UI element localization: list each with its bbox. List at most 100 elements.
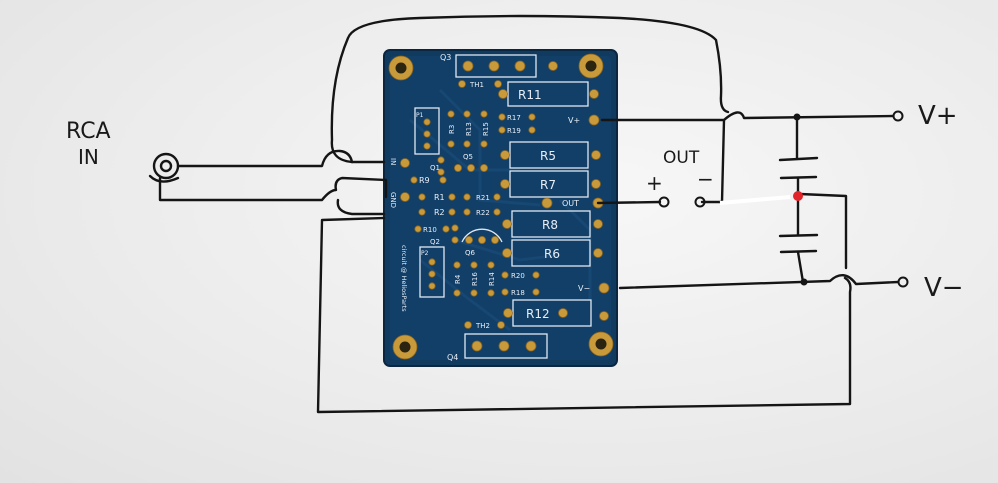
r6-label: R6 [544, 247, 560, 261]
q6-label: Q6 [465, 249, 476, 257]
out-plus-terminal-icon [658, 196, 670, 208]
r17-footprint: R17 [498, 113, 536, 122]
q5-footprint: Q5 [453, 153, 488, 172]
out-plus-wire [596, 200, 662, 205]
vplus-terminal-icon [892, 110, 904, 122]
pcb-credit-text: circuit @ HeliosParts [400, 245, 408, 312]
r7-label: R7 [540, 178, 556, 192]
th1-label: TH1 [469, 81, 484, 89]
pcb-out-terminal: OUT [541, 197, 604, 209]
cap-bottom-plate-1 [778, 233, 819, 238]
q4-footprint: Q4 [447, 333, 548, 362]
rca-ground-wire [158, 176, 388, 202]
q3-footprint: Q3 [440, 53, 558, 78]
r3-footprint: R3 [447, 110, 456, 148]
p2-label: P2 [421, 250, 429, 257]
r18-label: R18 [511, 289, 525, 297]
r2-label: R2 [434, 208, 445, 217]
rca-signal-wire [176, 149, 386, 168]
vplus-rail-wire [600, 111, 895, 122]
pcb-vminus-label: V− [578, 284, 590, 293]
r16-label: R16 [471, 272, 479, 286]
pcb-in-label: IN [389, 158, 397, 165]
r11-label: R11 [518, 88, 542, 102]
r20-label: R20 [511, 272, 525, 280]
q2-footprint: Q2 [430, 224, 459, 246]
r3-label: R3 [448, 125, 456, 134]
th1-footprint: TH1 [458, 80, 502, 89]
r21-footprint: R21 [463, 193, 501, 202]
mounting-hole-top-left [388, 55, 414, 81]
vminus-terminal-pad: V− [578, 282, 610, 294]
mounting-hole-bottom-right [588, 331, 614, 357]
p2-footprint: P2 [419, 246, 445, 298]
vminus-terminal-icon [897, 276, 909, 288]
r9-label: R9 [419, 176, 430, 185]
r8-footprint: R8 [502, 210, 603, 238]
rca-label: RCA [66, 119, 111, 144]
r5-footprint: R5 [500, 141, 601, 169]
q4-label: Q4 [447, 353, 458, 362]
vplus-label: V+ [918, 101, 958, 131]
r10-label: R10 [423, 226, 437, 234]
vminus-rail-wire [618, 274, 900, 290]
r12-label: R12 [526, 307, 550, 321]
vminus-label: V− [924, 273, 964, 303]
r7-footprint: R7 [500, 170, 601, 198]
q1-label: Q1 [430, 164, 440, 172]
p1-label: P1 [416, 112, 424, 119]
th2-footprint: TH2 [464, 321, 505, 330]
out-midpoint-wire [719, 195, 791, 205]
mounting-hole-top-right [578, 53, 604, 79]
cap-top-plate-1 [778, 156, 819, 162]
r9-footprint: R9 [410, 176, 447, 185]
r16-footprint: R16 [470, 261, 479, 297]
r18-footprint: R18 [501, 288, 540, 297]
q2-label: Q2 [430, 238, 440, 246]
r13-footprint: R13 [463, 110, 473, 148]
r6-footprint: R6 [502, 239, 603, 267]
cap-to-vminus-wire [796, 250, 805, 284]
r19-label: R19 [507, 127, 521, 135]
vplus-terminal-pad: V+ [568, 114, 600, 126]
r12-footprint: R12 [503, 299, 609, 327]
hand-drawn-wiring [158, 14, 900, 414]
r21-label: R21 [476, 194, 490, 202]
pcb-out-label: OUT [562, 199, 579, 208]
q5-label: Q5 [463, 153, 473, 161]
pcb-gnd-label: GND [389, 192, 397, 208]
q1-footprint: Q1 [430, 156, 445, 176]
out-minus-terminal-icon [694, 196, 706, 208]
r15-footprint: R15 [480, 110, 490, 148]
th2-label: TH2 [475, 322, 490, 330]
r2-footprint: R2 [418, 208, 456, 217]
out-minus-label: − [697, 167, 714, 191]
midpoint-junction-dot [793, 191, 803, 201]
r4-label: R4 [454, 274, 462, 284]
q3-label: Q3 [440, 53, 451, 62]
in-label: IN [78, 145, 99, 169]
q6-footprint: Q6 [461, 228, 503, 257]
r1-label: R1 [434, 193, 445, 202]
pcb-in-terminal: IN [389, 158, 410, 168]
out-label: OUT [663, 148, 700, 168]
r14-label: R14 [488, 272, 496, 286]
pcb-gnd-terminal: GND [389, 192, 410, 208]
midpoint-to-ground-wire [798, 192, 848, 270]
out-plus-label: + [646, 171, 663, 195]
gnd-jumper-wire [336, 198, 386, 216]
top-loop-wire [330, 14, 730, 164]
r22-footprint: R22 [463, 208, 501, 217]
r22-label: R22 [476, 209, 490, 217]
pcb-vplus-label: V+ [568, 116, 580, 125]
pcb-board: Q3 TH1 R11 P1 R3 R13 [383, 49, 618, 367]
rca-jack-icon [148, 152, 180, 183]
r19-footprint: R19 [498, 126, 536, 135]
r5-label: R5 [540, 149, 556, 163]
mounting-hole-bottom-left [392, 334, 418, 360]
r4-footprint: R4 [453, 261, 462, 297]
r13-label: R13 [465, 122, 473, 136]
r10-footprint: R10 [414, 225, 450, 234]
p1-footprint: P1 [414, 107, 440, 155]
